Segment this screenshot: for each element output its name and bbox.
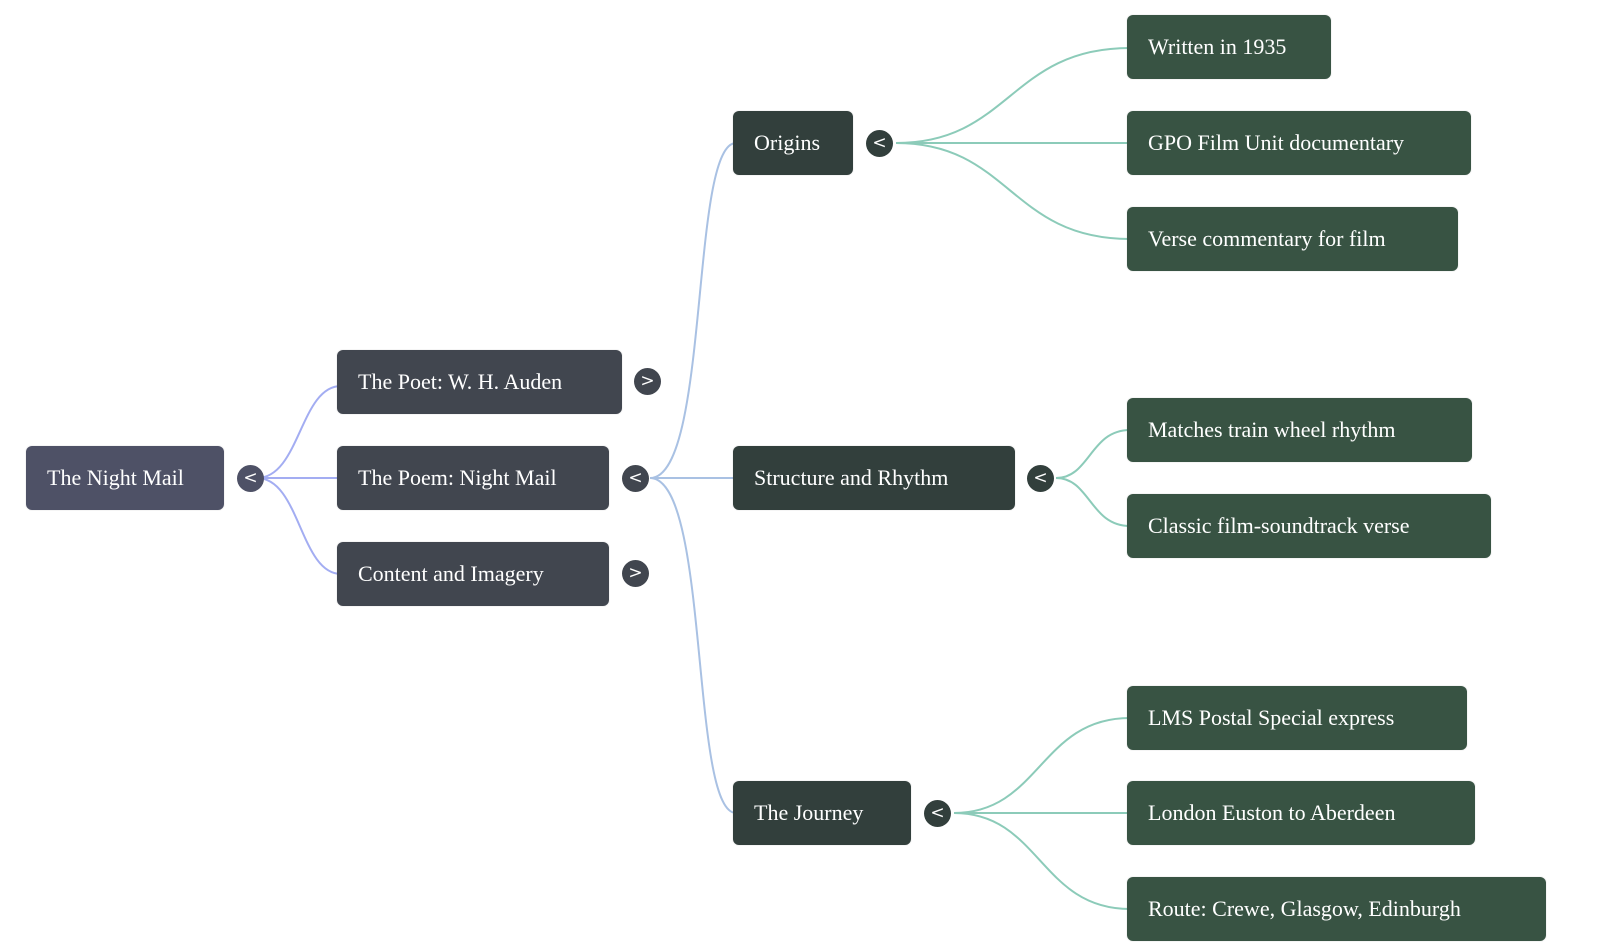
collapse-toggle-icon[interactable]: < [924, 800, 951, 827]
edge-journey-to-route [953, 812, 1131, 910]
node-structure-rhythm[interactable]: Structure and Rhythm [733, 446, 1015, 510]
node-content-imagery[interactable]: Content and Imagery [337, 542, 609, 606]
expand-toggle-icon[interactable]: > [622, 560, 649, 587]
node-the-journey[interactable]: The Journey [733, 781, 911, 845]
edge-origins-to-verse [895, 142, 1131, 240]
leaf-film-soundtrack-verse[interactable]: Classic film-soundtrack verse [1127, 494, 1491, 558]
expand-toggle-icon[interactable]: > [634, 368, 661, 395]
leaf-written-1935[interactable]: Written in 1935 [1127, 15, 1331, 79]
leaf-route-stops[interactable]: Route: Crewe, Glasgow, Edinburgh [1127, 877, 1546, 941]
edge-poem-to-journey [649, 477, 737, 814]
edge-origins-to-written [895, 47, 1131, 144]
collapse-toggle-icon[interactable]: < [622, 465, 649, 492]
collapse-toggle-icon[interactable]: < [1027, 465, 1054, 492]
edge-poem-to-origins [649, 142, 737, 479]
node-the-poet[interactable]: The Poet: W. H. Auden [337, 350, 622, 414]
collapse-toggle-icon[interactable]: < [237, 465, 264, 492]
edge-structure-to-classic [1055, 477, 1131, 527]
leaf-verse-commentary[interactable]: Verse commentary for film [1127, 207, 1458, 271]
leaf-gpo-film-unit[interactable]: GPO Film Unit documentary [1127, 111, 1471, 175]
collapse-toggle-icon[interactable]: < [866, 130, 893, 157]
root-node[interactable]: The Night Mail [26, 446, 224, 510]
leaf-euston-aberdeen[interactable]: London Euston to Aberdeen [1127, 781, 1475, 845]
edge-root-to-content [256, 477, 342, 575]
leaf-lms-postal-special[interactable]: LMS Postal Special express [1127, 686, 1467, 750]
edge-structure-to-matches [1055, 429, 1131, 479]
node-the-poem[interactable]: The Poem: Night Mail [337, 446, 609, 510]
edge-root-to-poet [256, 385, 342, 479]
leaf-train-wheel-rhythm[interactable]: Matches train wheel rhythm [1127, 398, 1472, 462]
edge-journey-to-lms [953, 717, 1131, 814]
node-origins[interactable]: Origins [733, 111, 853, 175]
